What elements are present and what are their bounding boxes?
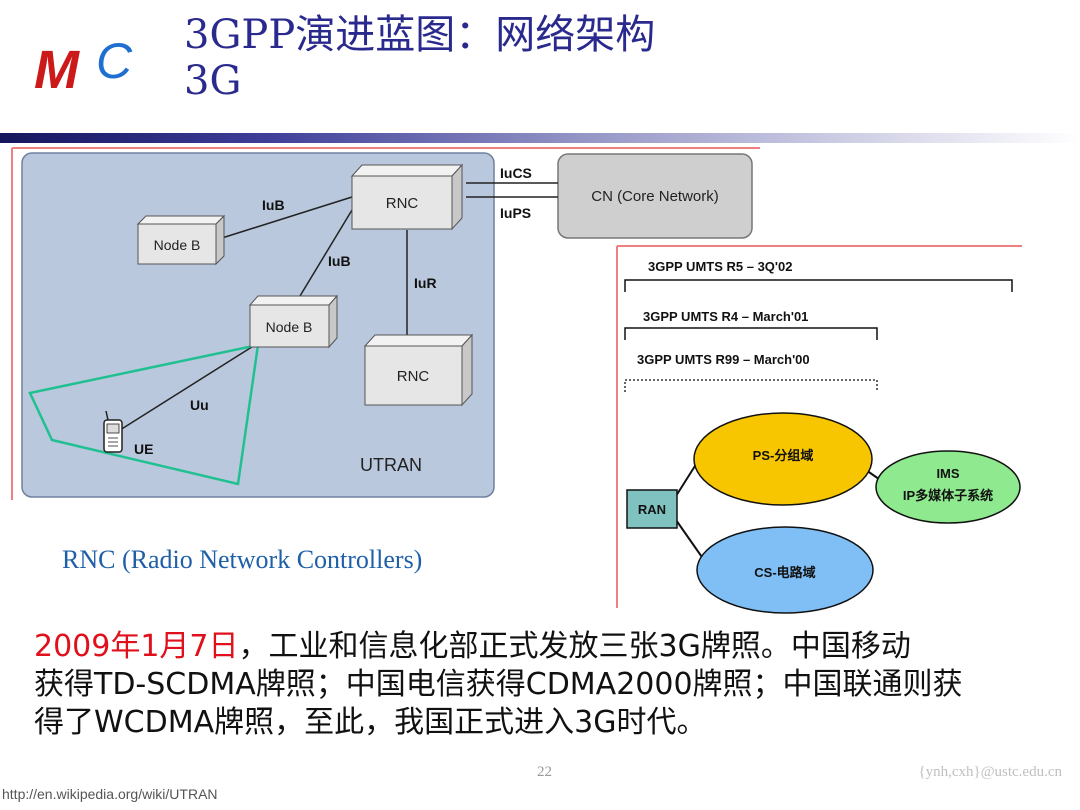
release-r4-bracket [624, 327, 878, 340]
rnc-top-box [350, 163, 464, 231]
release-r99-bracket [624, 379, 878, 392]
body-line-1-text: ，工业和信息化部正式发放三张3G牌照。中国移动 [238, 629, 911, 664]
node-b-left-box [136, 214, 226, 266]
source-link[interactable]: http://en.wikipedia.org/wiki/UTRAN [2, 786, 218, 802]
node-b-mid-box [248, 294, 339, 349]
uu-link [119, 344, 256, 431]
core-network-label: CN (Core Network) [591, 188, 719, 205]
ran-box [626, 489, 678, 529]
mc-logo: M C [34, 33, 133, 100]
release-r4-label: 3GPP UMTS R4 – March'01 [643, 309, 808, 324]
uu-label: Uu [190, 397, 209, 413]
logo-m: M [34, 40, 80, 100]
ue-label: UE [134, 441, 153, 457]
ims-subtitle: IP多媒体子系统 [903, 488, 993, 503]
node-b-left-label: Node B [154, 237, 201, 253]
ims-label: IMS [936, 466, 959, 481]
iub-label-upper: IuB [262, 197, 285, 213]
iub-link-lower [299, 209, 353, 297]
rnc-bottom-box [363, 333, 474, 407]
body-paragraph: 2009年1月7日，工业和信息化部正式发放三张3G牌照。中国移动 获得TD-SC… [34, 628, 1064, 742]
rnc-top-label: RNC [386, 195, 419, 212]
footer-email: {ynh,cxh}@ustc.edu.cn [918, 764, 1062, 780]
release-r5-label: 3GPP UMTS R5 – 3Q'02 [648, 259, 792, 274]
body-line-2: 获得TD-SCDMA牌照；中国电信获得CDMA2000牌照；中国联通则获 [34, 667, 963, 702]
iub-link-upper [221, 196, 353, 239]
title-line-2: 3G [184, 58, 242, 104]
release-r99-label: 3GPP UMTS R99 – March'00 [637, 352, 810, 367]
ps-domain-label: PS-分组域 [753, 448, 814, 463]
release-r5-bracket [624, 279, 1013, 292]
node-b-mid-label: Node B [266, 319, 313, 335]
iups-label: IuPS [500, 205, 531, 221]
rnc-bottom-label: RNC [397, 368, 430, 385]
iur-label: IuR [414, 275, 437, 291]
core-network-box [557, 153, 753, 239]
title-divider [0, 133, 1080, 143]
ims-ellipse [875, 450, 1021, 524]
iub-label-lower: IuB [328, 253, 351, 269]
architecture-figure: CN (Core Network) IuCS IuPS IuB IuB IuR … [11, 147, 1022, 614]
cs-domain-ellipse [696, 526, 874, 614]
utran-label: UTRAN [360, 455, 422, 475]
body-line-1: 2009年1月7日，工业和信息化部正式发放三张3G牌照。中国移动 [34, 628, 1064, 666]
body-line-3: 得了WCDMA牌照，至此，我国正式进入3G时代。 [34, 705, 707, 740]
ran-label: RAN [638, 502, 666, 517]
iucs-label: IuCS [500, 165, 532, 181]
logo-c: C [96, 33, 133, 89]
ran-cs-link [675, 519, 705, 561]
rnc-caption: RNC (Radio Network Controllers) [62, 545, 423, 574]
page-number: 22 [537, 764, 552, 780]
cs-domain-label: CS-电路域 [754, 565, 815, 580]
license-date: 2009年1月7日 [34, 629, 239, 664]
cell-coverage-area [28, 343, 260, 486]
title-line-1: 3GPP演进蓝图：网络架构 [184, 12, 656, 58]
slide-title: 3GPP演进蓝图：网络架构 3G [184, 12, 655, 104]
mobile-phone-icon [103, 410, 123, 453]
ps-domain-ellipse [693, 412, 873, 506]
